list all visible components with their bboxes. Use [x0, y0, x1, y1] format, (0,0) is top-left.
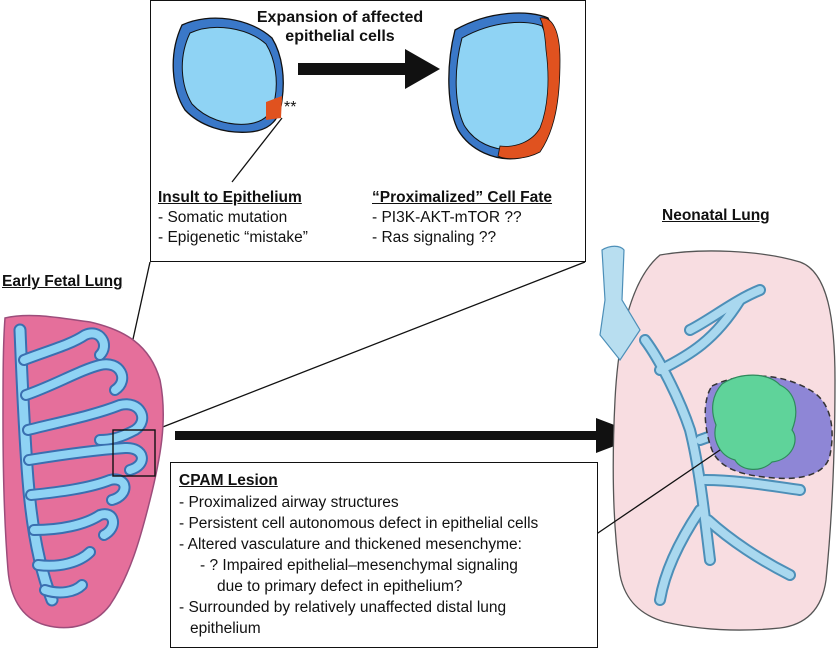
cpam-heading: CPAM Lesion	[179, 472, 278, 489]
expansion-title-line1: Expansion of affected	[256, 9, 424, 26]
progression-arrow	[175, 418, 642, 453]
cpam-line-6: - Surrounded by relatively unaffected di…	[179, 599, 507, 616]
cpam-line-2: - Persistent cell autonomous defect in e…	[179, 515, 539, 532]
cpam-line-5: due to primary defect in epithelium?	[217, 578, 463, 595]
neonatal-lung	[599, 245, 836, 631]
early-fetal-lung	[2, 314, 164, 629]
fate-item-1: - PI3K-AKT-mTOR ??	[372, 209, 522, 226]
zoom-square	[112, 429, 156, 477]
cpam-line-1: - Proximalized airway structures	[179, 494, 399, 511]
fate-heading: “Proximalized” Cell Fate	[372, 189, 553, 206]
cpam-line-3: - Altered vasculature and thickened mese…	[179, 536, 522, 553]
early-fetal-lung-label: Early Fetal Lung	[2, 273, 123, 290]
lesion-callout-line	[594, 449, 721, 536]
cpam-lesion-box	[170, 462, 598, 648]
insult-item-2: - Epigenetic “mistake”	[158, 229, 308, 246]
insult-item-1: - Somatic mutation	[158, 209, 288, 226]
zoom-line-right	[154, 261, 586, 431]
asterisks-marker: **	[284, 99, 297, 116]
neonatal-lung-label: Neonatal Lung	[662, 207, 770, 224]
fate-item-2: - Ras signaling ??	[372, 229, 497, 246]
expansion-title-line2: epithelial cells	[285, 28, 395, 45]
insult-heading: Insult to Epithelium	[158, 189, 302, 206]
cpam-line-7: epithelium	[190, 620, 261, 637]
cpam-line-4: - ? Impaired epithelial–mesenchymal sign…	[200, 557, 518, 574]
